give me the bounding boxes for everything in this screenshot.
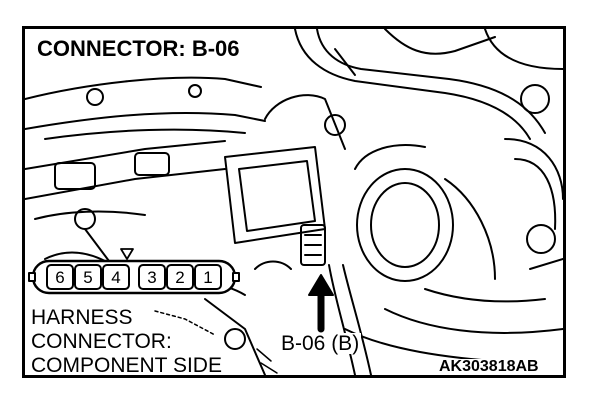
pin-cell: [74, 264, 102, 290]
engine-bay-illustration: 6 5 4 3 2 1: [25, 29, 563, 375]
connector-title: CONNECTOR: B-06: [33, 37, 244, 61]
pin-label: 6: [55, 268, 64, 287]
pin-cell: [102, 264, 130, 290]
harness-label-line3: COMPONENT SIDE: [29, 354, 224, 377]
pin-cell: [194, 264, 222, 290]
pin-label: 4: [111, 268, 120, 287]
figure-code: AK303818AB: [437, 358, 541, 375]
pin-row: 6 5 4 3 2 1: [46, 264, 222, 290]
harness-label-line1: HARNESS: [29, 306, 135, 329]
pin-label: 5: [83, 268, 92, 287]
pin-label: 3: [147, 268, 156, 287]
pin-label: 1: [203, 268, 212, 287]
pin-cell: [166, 264, 194, 290]
pin-label: 2: [175, 268, 184, 287]
pin-cell: [138, 264, 166, 290]
harness-label-line2: CONNECTOR:: [29, 330, 174, 353]
key-triangle-icon: [120, 248, 134, 260]
connector-pointer-label: B-06 (B): [279, 332, 362, 355]
pin-cell: [46, 264, 74, 290]
diagram-frame: 6 5 4 3 2 1 CONNECTOR: B-06 HARNESS CONN…: [22, 26, 566, 378]
